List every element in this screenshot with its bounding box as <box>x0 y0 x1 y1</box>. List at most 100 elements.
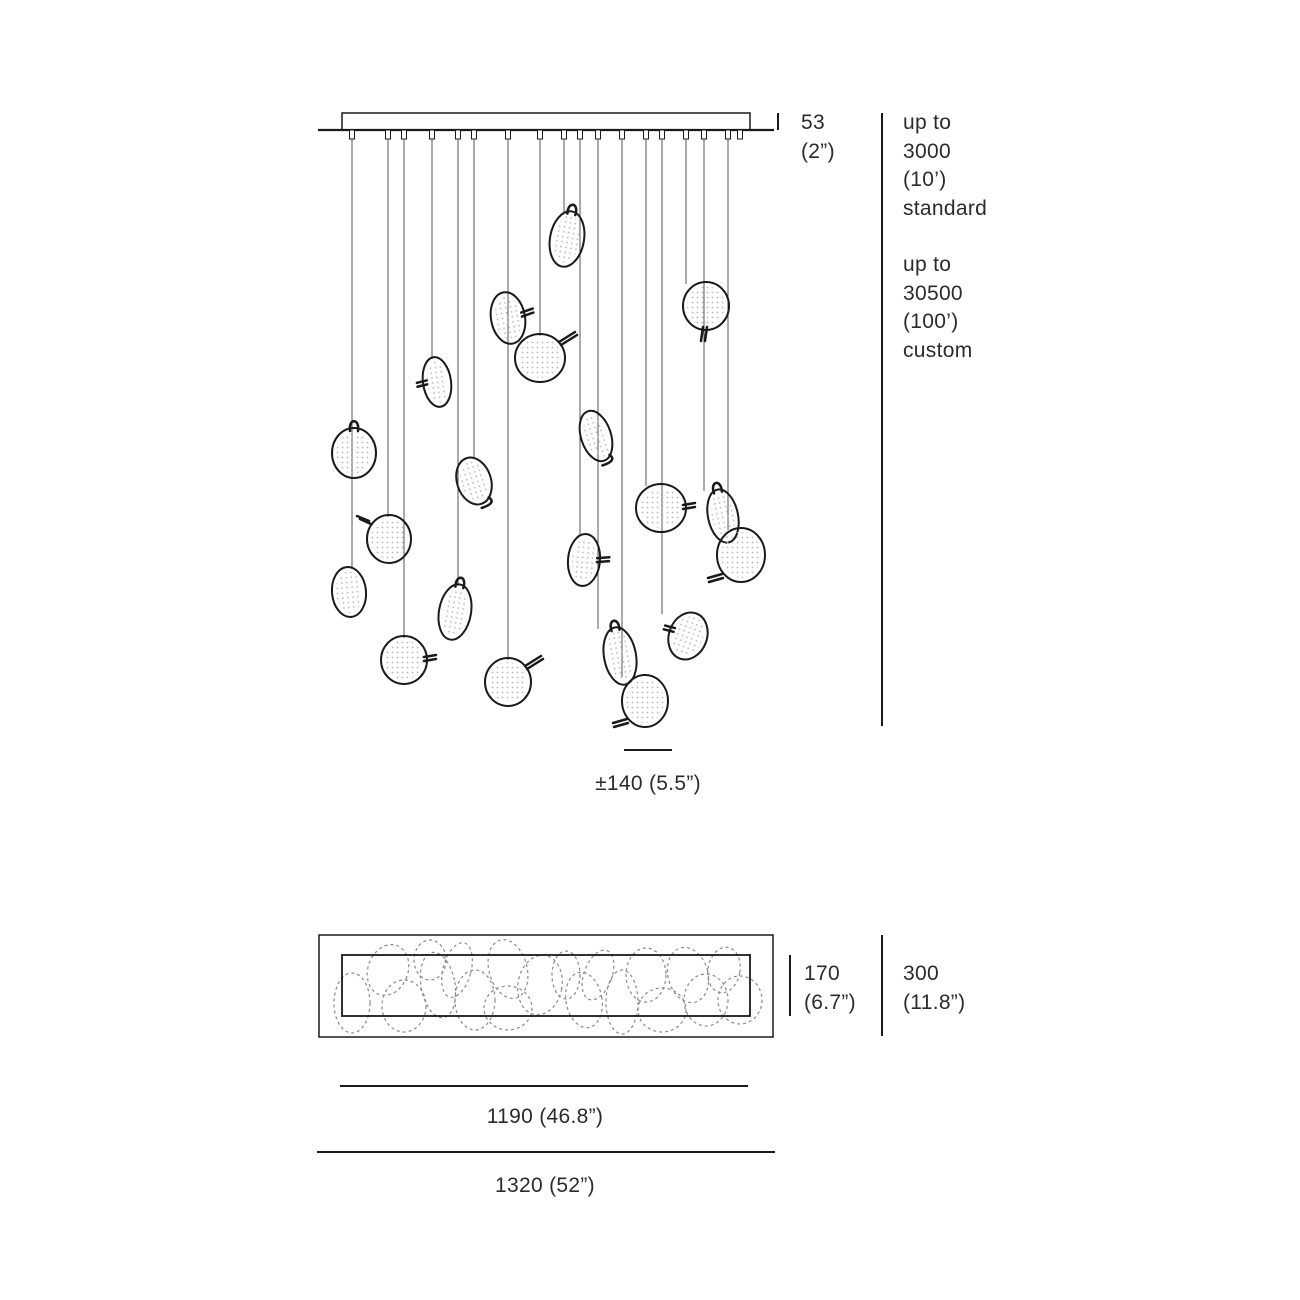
glass-pendant <box>415 356 453 408</box>
pendant-clip <box>480 495 493 510</box>
glass-pendant <box>706 527 766 584</box>
pendant-clip <box>699 325 709 343</box>
drop-custom-line-3: (100’) <box>903 310 959 333</box>
glass-pendant <box>437 576 473 641</box>
glass-pendant <box>635 483 697 533</box>
glass-pendant <box>602 619 638 686</box>
cord-connector <box>659 129 665 140</box>
cord-connector <box>401 129 407 140</box>
pendant-outline-plan <box>333 972 371 1034</box>
pendant-outline-plan <box>605 969 639 1035</box>
drop-standard-line-2: 3000 <box>903 139 951 163</box>
drop-custom-line-2: 30500 <box>903 281 963 305</box>
overall-depth-inch: (11.8”) <box>903 990 966 1014</box>
canopy-depth-mm: 170 <box>804 962 840 985</box>
plan-pendant-outlines <box>333 939 763 1035</box>
pendant-outline-plan <box>419 951 457 1019</box>
pendant-cords <box>349 129 743 677</box>
elevation-view <box>318 112 883 751</box>
cord-connector <box>725 129 731 140</box>
drop-length-label: up to 3000 (10’) standard up to 30500 (1… <box>903 109 987 365</box>
pendants <box>330 203 766 729</box>
pendant-outline-plan <box>517 954 563 1016</box>
pendant-clip <box>523 654 545 671</box>
overall-depth-mm: 300 <box>903 962 939 985</box>
pendant-outline-plan <box>625 947 667 1003</box>
pendant-outline-plan <box>551 950 581 1000</box>
pendant-clip <box>711 481 724 495</box>
pendant-outline-plan <box>366 944 410 996</box>
canopy-elevation <box>341 112 751 131</box>
pendant-clip <box>557 330 579 347</box>
pendant-outline-plan <box>707 946 741 994</box>
canopy-height-inch: (2”) <box>801 139 835 163</box>
pendant-outline-plan <box>565 971 603 1029</box>
cord-connector <box>561 129 567 140</box>
pendant-clip <box>566 203 578 217</box>
pendant-size-label: ±140 (5.5”) <box>595 772 701 795</box>
overall-depth-label: 300 (11.8”) <box>903 960 965 1017</box>
canopy-plan <box>341 954 751 1017</box>
glass-pendant <box>330 566 368 618</box>
overall-footprint <box>318 934 774 1038</box>
glass-pendant <box>489 291 535 345</box>
canopy-length-label: 1190 (46.8”) <box>486 1105 604 1128</box>
glass-pendant <box>578 409 614 467</box>
plan-view <box>317 934 883 1153</box>
glass-pendant <box>355 514 412 564</box>
cord-connector <box>429 129 435 140</box>
pendant-outline-plan <box>683 973 729 1027</box>
drop-standard-line-4: standard <box>903 196 988 220</box>
pendant-clip <box>609 619 621 633</box>
pendant-clip <box>422 653 438 663</box>
cord-connector <box>683 129 689 140</box>
pendant-clip <box>662 624 677 634</box>
canopy-height-label: 53 (2”) <box>801 109 835 166</box>
glass-pendant <box>331 420 377 479</box>
cord-connector <box>349 129 355 140</box>
pendant-clip <box>706 572 725 584</box>
drop-standard-line-1: up to <box>903 111 952 134</box>
canopy-depth-inch: (6.7”) <box>804 990 856 1014</box>
cord-connector <box>643 129 649 140</box>
glass-pendant <box>682 281 730 343</box>
canopy-depth-label: 170 (6.7”) <box>804 960 856 1017</box>
overall-length-label: 1320 (52”) <box>495 1174 595 1197</box>
pendant-outline-plan <box>581 949 615 1001</box>
glass-pendant <box>662 611 709 661</box>
pendant-clip <box>520 307 535 318</box>
cord-connector <box>537 129 543 140</box>
pendant-clip <box>601 453 614 467</box>
pendant-clip <box>454 576 466 590</box>
glass-pendant <box>455 456 493 510</box>
pendant-outline-plan <box>441 942 473 998</box>
cord-connector <box>737 129 743 140</box>
pendant-clip <box>348 420 360 433</box>
glass-pendant <box>484 654 545 707</box>
pendant-clip <box>355 514 373 526</box>
pendant-outline-plan <box>483 985 533 1031</box>
cord-connector <box>595 129 601 140</box>
canopy-height-mm: 53 <box>801 111 825 134</box>
drop-custom-line-1: up to <box>903 253 952 276</box>
glass-pendant <box>548 203 586 268</box>
pendant-clip <box>595 555 611 564</box>
cord-connector <box>619 129 625 140</box>
pendant-outline-plan <box>717 975 763 1025</box>
pendant-outline-plan <box>381 979 427 1033</box>
pendant-outline-plan <box>454 969 496 1031</box>
cord-connector <box>577 129 583 140</box>
pendant-outline-plan <box>666 946 710 1004</box>
pendant-outline-plan <box>487 939 529 999</box>
cord-connector <box>385 129 391 140</box>
pendant-clip <box>415 379 429 389</box>
drop-custom-line-4: custom <box>903 338 973 362</box>
drop-standard-line-3: (10’) <box>903 168 947 191</box>
glass-pendant <box>611 674 669 729</box>
pendant-clip <box>681 501 697 511</box>
cord-connector <box>505 129 511 140</box>
glass-pendant <box>380 635 438 685</box>
cord-connector <box>455 129 461 140</box>
glass-pendant <box>566 533 611 587</box>
